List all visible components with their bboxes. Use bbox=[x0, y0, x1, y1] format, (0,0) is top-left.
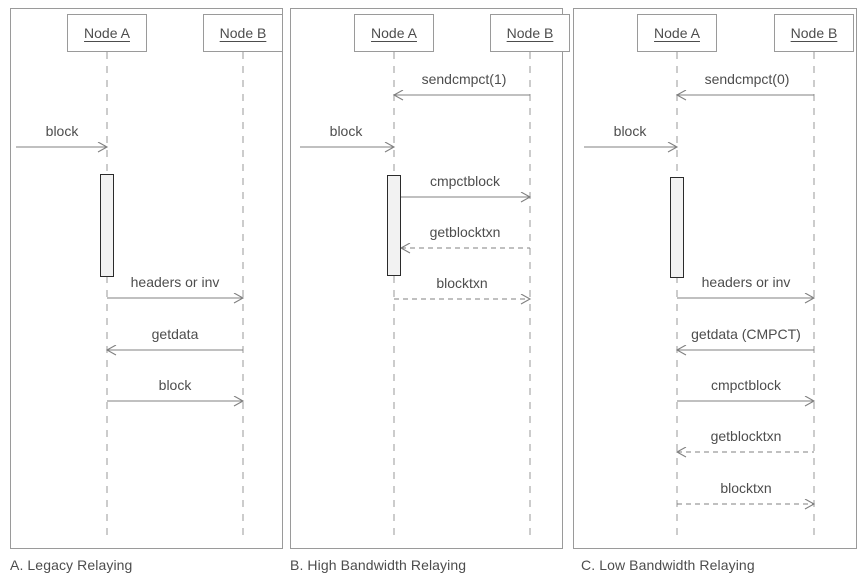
panel-a-node-a-label: Node A bbox=[84, 25, 130, 41]
panel-a-node-b-box[interactable]: Node B bbox=[203, 14, 283, 52]
panel-c-node-b-box[interactable]: Node B bbox=[774, 14, 854, 52]
panel-c-node-b-label: Node B bbox=[790, 25, 838, 41]
panel-c-msg-block-label: block bbox=[613, 123, 647, 139]
panel-b-msg-blocktxn-label: blocktxn bbox=[436, 275, 488, 291]
panel-c-msg-headers-or-inv-label: headers or inv bbox=[701, 274, 791, 290]
panel-b-frame bbox=[290, 8, 563, 549]
panel-b-node-a-box[interactable]: Node A bbox=[354, 14, 434, 52]
panel-b-node-b-box[interactable]: Node B bbox=[490, 14, 570, 52]
panel-c-node-a-box[interactable]: Node A bbox=[637, 14, 717, 52]
panel-c-msg-blocktxn-label: blocktxn bbox=[720, 480, 772, 496]
panel-a-msg-block-label: block bbox=[45, 123, 79, 139]
panel-c-caption: C. Low Bandwidth Relaying bbox=[581, 557, 755, 573]
panel-c-msg-getdata-cmpct-label: getdata (CMPCT) bbox=[691, 326, 801, 342]
panel-a-frame bbox=[10, 8, 283, 549]
panel-b-activation-bar bbox=[387, 175, 401, 276]
panel-c-msg-sendcmpct0-label: sendcmpct(0) bbox=[704, 71, 790, 87]
panel-b-node-b-label: Node B bbox=[506, 25, 554, 41]
panel-b-msg-getblocktxn-label: getblocktxn bbox=[429, 224, 501, 240]
panel-a-msg-block2-label: block bbox=[158, 377, 192, 393]
panel-a-activation-bar bbox=[100, 174, 114, 277]
panel-b-node-a-label: Node A bbox=[371, 25, 417, 41]
panel-c-msg-cmpctblock-label: cmpctblock bbox=[710, 377, 782, 393]
panel-b-caption: B. High Bandwidth Relaying bbox=[290, 557, 467, 573]
panel-a-caption: A. Legacy Relaying bbox=[10, 557, 133, 573]
panel-b-msg-sendcmpct1-label: sendcmpct(1) bbox=[421, 71, 507, 87]
panel-c-node-a-label: Node A bbox=[654, 25, 700, 41]
panel-b-msg-cmpctblock-label: cmpctblock bbox=[429, 173, 501, 189]
panel-a-msg-headers-or-inv-label: headers or inv bbox=[130, 274, 220, 290]
panel-a-msg-getdata-label: getdata bbox=[151, 326, 199, 342]
panel-a-node-a-box[interactable]: Node A bbox=[67, 14, 147, 52]
panel-c-frame bbox=[573, 8, 857, 549]
panel-b-msg-block-label: block bbox=[329, 123, 363, 139]
panel-c-msg-getblocktxn-label: getblocktxn bbox=[710, 428, 782, 444]
panel-c-activation-bar bbox=[670, 177, 684, 278]
panel-a-node-b-label: Node B bbox=[219, 25, 267, 41]
